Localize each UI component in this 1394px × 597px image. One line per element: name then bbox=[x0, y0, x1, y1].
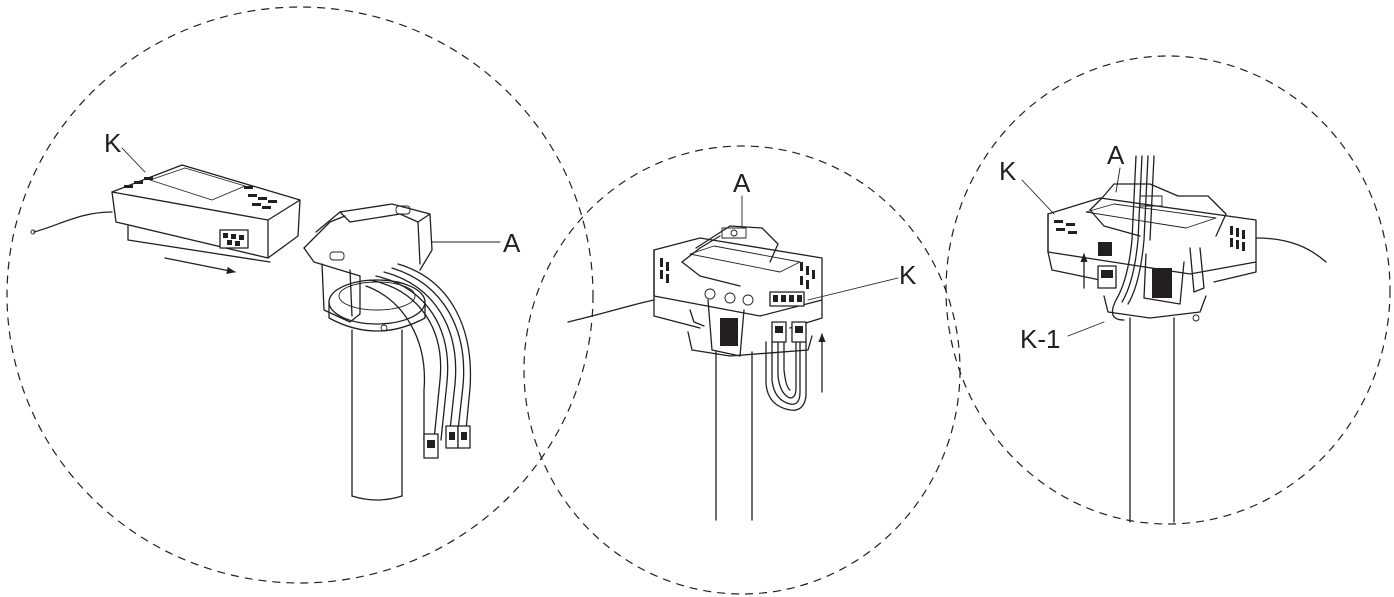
arrow-right-icon bbox=[164, 257, 236, 274]
step-1-wire-bundle bbox=[365, 263, 472, 459]
step-2-wires bbox=[765, 321, 807, 411]
step-1-pole bbox=[351, 329, 403, 501]
step-2-pole bbox=[715, 351, 753, 521]
step-2-bracket bbox=[681, 225, 779, 357]
step-1-detail-circle bbox=[6, 6, 594, 584]
step-2-label-controller: K bbox=[899, 260, 917, 290]
step-2-panel: A K bbox=[523, 145, 961, 595]
step-3-label-controller: K bbox=[999, 156, 1017, 186]
step-1-panel: K A bbox=[6, 6, 594, 584]
step-3-label-connector: K-1 bbox=[1020, 324, 1060, 354]
step-2-label-bracket: A bbox=[733, 168, 751, 198]
step-1-bracket bbox=[303, 203, 433, 332]
step-3-bracket bbox=[1089, 183, 1227, 305]
step-3-panel: A K K-1 bbox=[945, 55, 1391, 525]
step-3-pole bbox=[1129, 317, 1175, 523]
step-1-label-controller: K bbox=[104, 128, 122, 158]
step-1-controller bbox=[30, 164, 301, 263]
step-1-label-bracket: A bbox=[503, 228, 521, 258]
step-3-controller bbox=[1047, 197, 1327, 283]
step-3-label-bracket: A bbox=[1107, 140, 1125, 170]
step-3-wires bbox=[1097, 155, 1155, 321]
step-3-detail-circle bbox=[945, 55, 1391, 525]
